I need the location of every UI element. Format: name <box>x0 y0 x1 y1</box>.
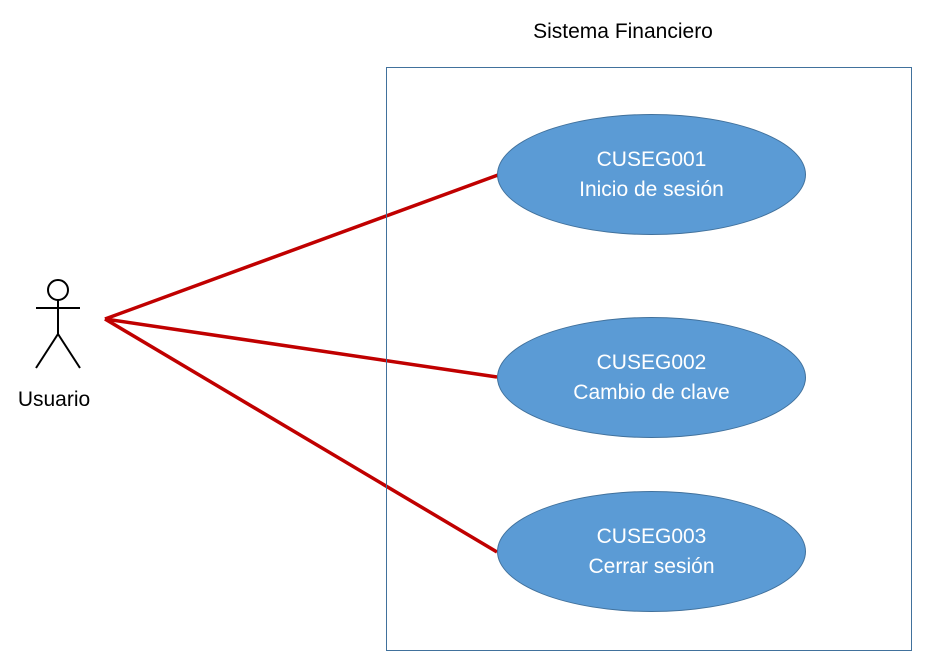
stick-figure-actor-icon <box>35 279 81 369</box>
use-case-cuseg003[interactable]: CUSEG003 Cerrar sesión <box>497 491 806 612</box>
system-title: Sistema Financiero <box>533 20 713 43</box>
actor-head <box>47 279 69 301</box>
use-case-name: Cambio de clave <box>573 380 730 404</box>
system-boundary <box>386 67 912 651</box>
actor-label: Usuario <box>17 388 91 411</box>
use-case-name: Inicio de sesión <box>579 177 724 201</box>
use-case-cuseg002[interactable]: CUSEG002 Cambio de clave <box>497 317 806 438</box>
association-line-cuseg001 <box>104 173 499 321</box>
use-case-cuseg001[interactable]: CUSEG001 Inicio de sesión <box>497 114 806 235</box>
use-case-code: CUSEG001 <box>596 147 707 171</box>
actor-right-leg <box>57 333 81 369</box>
actor-left-leg <box>35 333 59 369</box>
use-case-code: CUSEG003 <box>596 524 707 548</box>
use-case-code: CUSEG002 <box>596 350 707 374</box>
use-case-name: Cerrar sesión <box>588 554 715 578</box>
association-line-cuseg002 <box>104 317 498 379</box>
association-line-cuseg003 <box>104 317 498 554</box>
